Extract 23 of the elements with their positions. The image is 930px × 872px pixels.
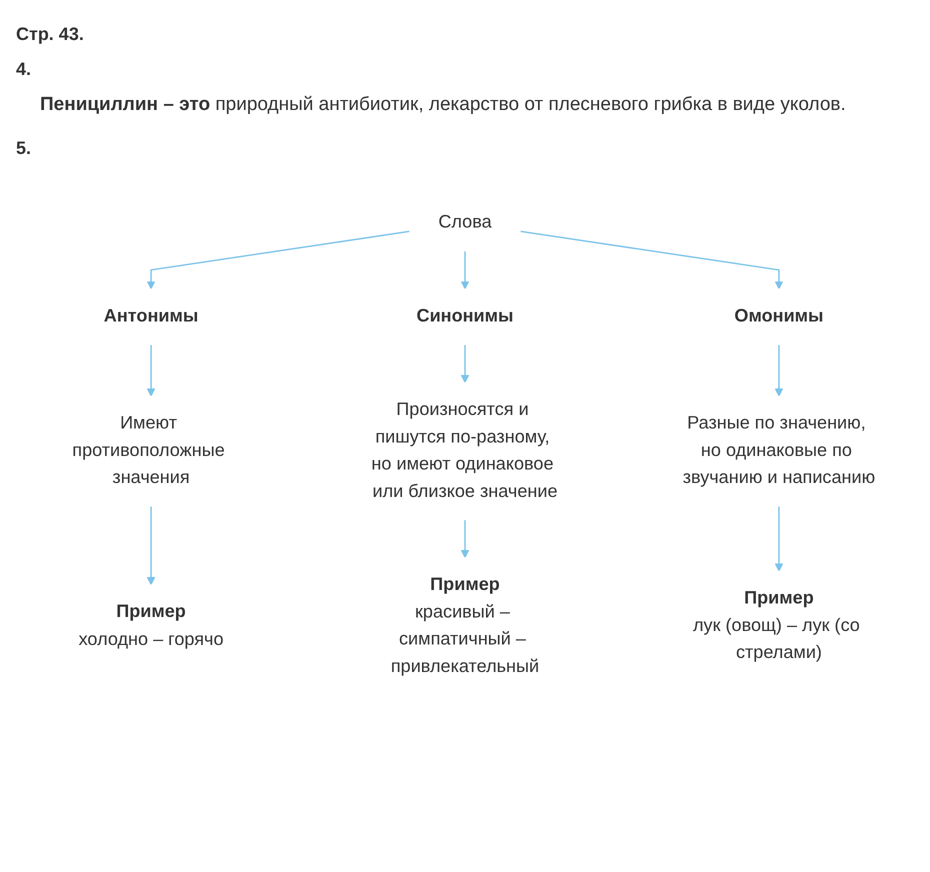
arrow: [146, 506, 156, 586]
node-text: Разные по значению, но одинаковые по звучанию и написанию: [682, 413, 876, 488]
node-text: Синонимы: [416, 306, 514, 326]
arrow: [774, 344, 784, 397]
node-text: Пример холодно – горячо: [78, 602, 224, 650]
arrow: [146, 344, 156, 397]
arrow: [460, 520, 470, 558]
paragraph: Пенициллин – это природный антибиотик, лекарство от плесневого грибка в виде уколов.: [39, 93, 847, 117]
node-text: Пример лук (овощ) – лук (со стрелами): [693, 588, 860, 663]
node-text: Пример красивый – симпатичный – привлекательный: [390, 574, 540, 676]
node-text: Произносятся и пишутся по-разному, но имеют одинаковое или близкое значение: [371, 400, 558, 502]
task-number: 5.: [16, 138, 32, 159]
task-number: 4.: [16, 59, 32, 80]
node-text: Антонимы: [104, 306, 198, 326]
node-text: Омонимы: [734, 306, 824, 326]
node-text: Имеют противоположные значения: [72, 413, 225, 488]
arrow: [774, 506, 784, 572]
page-number: Стр. 43.: [16, 24, 85, 45]
arrow: [460, 250, 470, 290]
node-text: Слова: [438, 212, 492, 232]
arrow: [460, 344, 470, 384]
arrow: [146, 230, 410, 290]
arrow: [520, 230, 784, 290]
